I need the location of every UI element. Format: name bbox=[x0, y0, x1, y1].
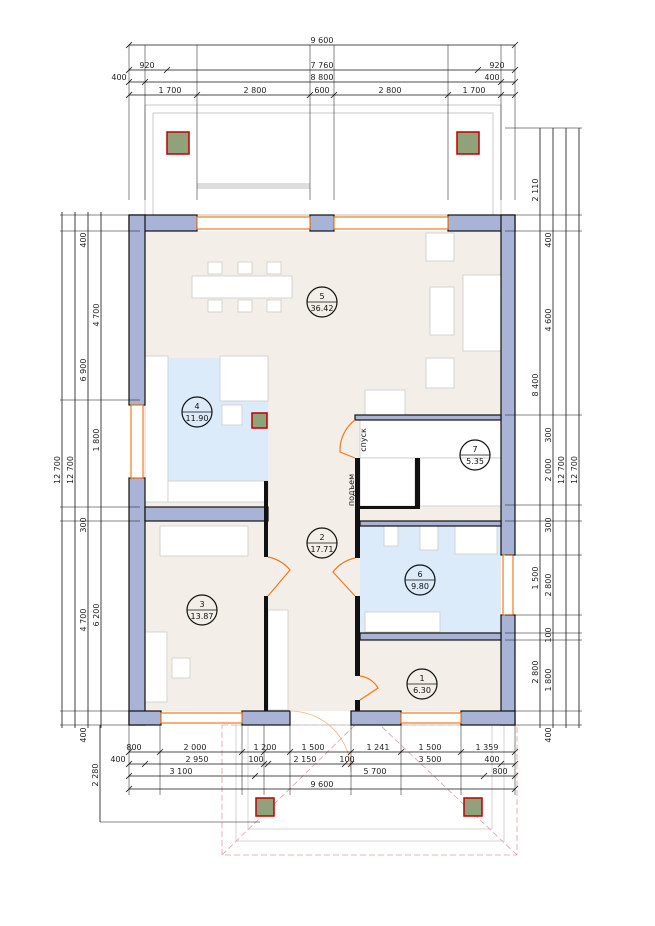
dimension-label: 3 500 bbox=[419, 755, 442, 764]
room-area: 36.42 bbox=[311, 304, 334, 313]
dimension-label: 6 200 bbox=[92, 604, 101, 627]
dimension-label: 400 bbox=[79, 727, 88, 742]
dimension-label: 9 600 bbox=[311, 780, 334, 789]
dimension-label: 1 500 bbox=[531, 567, 540, 590]
room-tag: 411.90 bbox=[181, 396, 213, 428]
dimension-label: 2 800 bbox=[544, 574, 553, 597]
room-number: 3 bbox=[199, 600, 204, 609]
dimension-label: 1 800 bbox=[544, 669, 553, 692]
room-area: 11.90 bbox=[186, 414, 209, 423]
dimension-label: 400 bbox=[79, 232, 88, 247]
interior-walls bbox=[144, 414, 502, 711]
dimension-label: 2 280 bbox=[91, 764, 100, 787]
room-number: 6 bbox=[417, 570, 422, 579]
dimension-label: 300 bbox=[79, 517, 88, 532]
column bbox=[251, 412, 268, 429]
stairs-up-label: подъем bbox=[347, 474, 356, 506]
dimension-label: 2 800 bbox=[244, 86, 267, 95]
dimension-lines: 9 600 920 7 760 920 400 8 800 400 1 700 2 800 600… bbox=[53, 36, 582, 823]
dimension-label: 100 bbox=[544, 627, 553, 642]
dimension-label: 400 bbox=[544, 232, 553, 247]
dimension-label: 4 700 bbox=[79, 609, 88, 632]
room-area: 6.30 bbox=[413, 686, 431, 695]
dimension-label: 9 600 bbox=[311, 36, 334, 45]
dimension-label: 2 800 bbox=[379, 86, 402, 95]
dimension-label: 400 bbox=[484, 755, 499, 764]
room-number: 5 bbox=[319, 292, 324, 301]
column bbox=[456, 131, 480, 155]
dimension-label: 2 000 bbox=[184, 743, 207, 752]
doors bbox=[267, 419, 379, 773]
dimension-label: 100 bbox=[339, 755, 354, 764]
dimension-label: 5 700 bbox=[364, 767, 387, 776]
dimension-label: 600 bbox=[314, 86, 329, 95]
dimension-label: 300 bbox=[544, 517, 553, 532]
dimension-label: 2 950 bbox=[186, 755, 209, 764]
room-number: 2 bbox=[319, 533, 324, 542]
dimension-label: 4 700 bbox=[92, 304, 101, 327]
column bbox=[255, 797, 275, 817]
dimension-label: 1 500 bbox=[302, 743, 325, 752]
dimension-label: 2 800 bbox=[531, 661, 540, 684]
room-area: 5.35 bbox=[466, 457, 484, 466]
column bbox=[463, 797, 483, 817]
dimension-label: 6 900 bbox=[79, 359, 88, 382]
room-tag: 16.30 bbox=[406, 668, 438, 700]
room-area: 13.87 bbox=[191, 612, 214, 621]
dimension-label: 100 bbox=[248, 755, 263, 764]
column bbox=[166, 131, 190, 155]
room-tag: 69.80 bbox=[404, 564, 436, 596]
dimension-label: 12 700 bbox=[570, 456, 579, 484]
exterior-walls bbox=[128, 214, 516, 726]
room-tag: 313.87 bbox=[186, 594, 218, 626]
room-number: 7 bbox=[472, 445, 477, 454]
dimension-label: 2 000 bbox=[544, 459, 553, 482]
dimension-label: 8 400 bbox=[531, 374, 540, 397]
dimension-label: 12 700 bbox=[53, 456, 62, 484]
dimension-label: 12 700 bbox=[557, 456, 566, 484]
dimension-label: 2 110 bbox=[531, 179, 540, 202]
stairs-down-label: спуск bbox=[359, 428, 368, 452]
dimension-label: 1 359 bbox=[476, 743, 499, 752]
dimension-label: 400 bbox=[484, 73, 499, 82]
dimension-label: 400 bbox=[110, 755, 125, 764]
dimension-label: 1 241 bbox=[367, 743, 390, 752]
dimension-label: 4 600 bbox=[544, 309, 553, 332]
dimension-label: 400 bbox=[111, 73, 126, 82]
room-number: 4 bbox=[194, 402, 199, 411]
dimension-label: 400 bbox=[544, 727, 553, 742]
dimension-label: 800 bbox=[492, 767, 507, 776]
room-tag: 217.71 bbox=[306, 527, 338, 559]
dimension-label: 1 500 bbox=[419, 743, 442, 752]
dimension-label: 920 bbox=[489, 61, 504, 70]
dimension-label: 7 760 bbox=[311, 61, 334, 70]
room-tag: 75.35 bbox=[459, 439, 491, 471]
dimension-label: 1 800 bbox=[92, 429, 101, 452]
dimension-label: 1 700 bbox=[159, 86, 182, 95]
dimension-label: 800 bbox=[126, 743, 141, 752]
dimension-label: 8 800 bbox=[311, 73, 334, 82]
dimension-label: 2 150 bbox=[294, 755, 317, 764]
room-area: 9.80 bbox=[411, 582, 429, 591]
furniture bbox=[144, 232, 502, 711]
dimension-label: 300 bbox=[544, 427, 553, 442]
dimension-label: 920 bbox=[139, 61, 154, 70]
top-columns bbox=[166, 131, 480, 155]
dimension-label: 1 700 bbox=[463, 86, 486, 95]
top-terrace bbox=[144, 104, 502, 216]
room-tag: 536.42 bbox=[306, 286, 338, 318]
dimension-label: 1 200 bbox=[254, 743, 277, 752]
dimension-label: 12 700 bbox=[66, 456, 75, 484]
room-number: 1 bbox=[419, 674, 424, 683]
dimension-label: 3 100 bbox=[170, 767, 193, 776]
room-area: 17.71 bbox=[311, 545, 334, 554]
windows bbox=[130, 216, 514, 724]
